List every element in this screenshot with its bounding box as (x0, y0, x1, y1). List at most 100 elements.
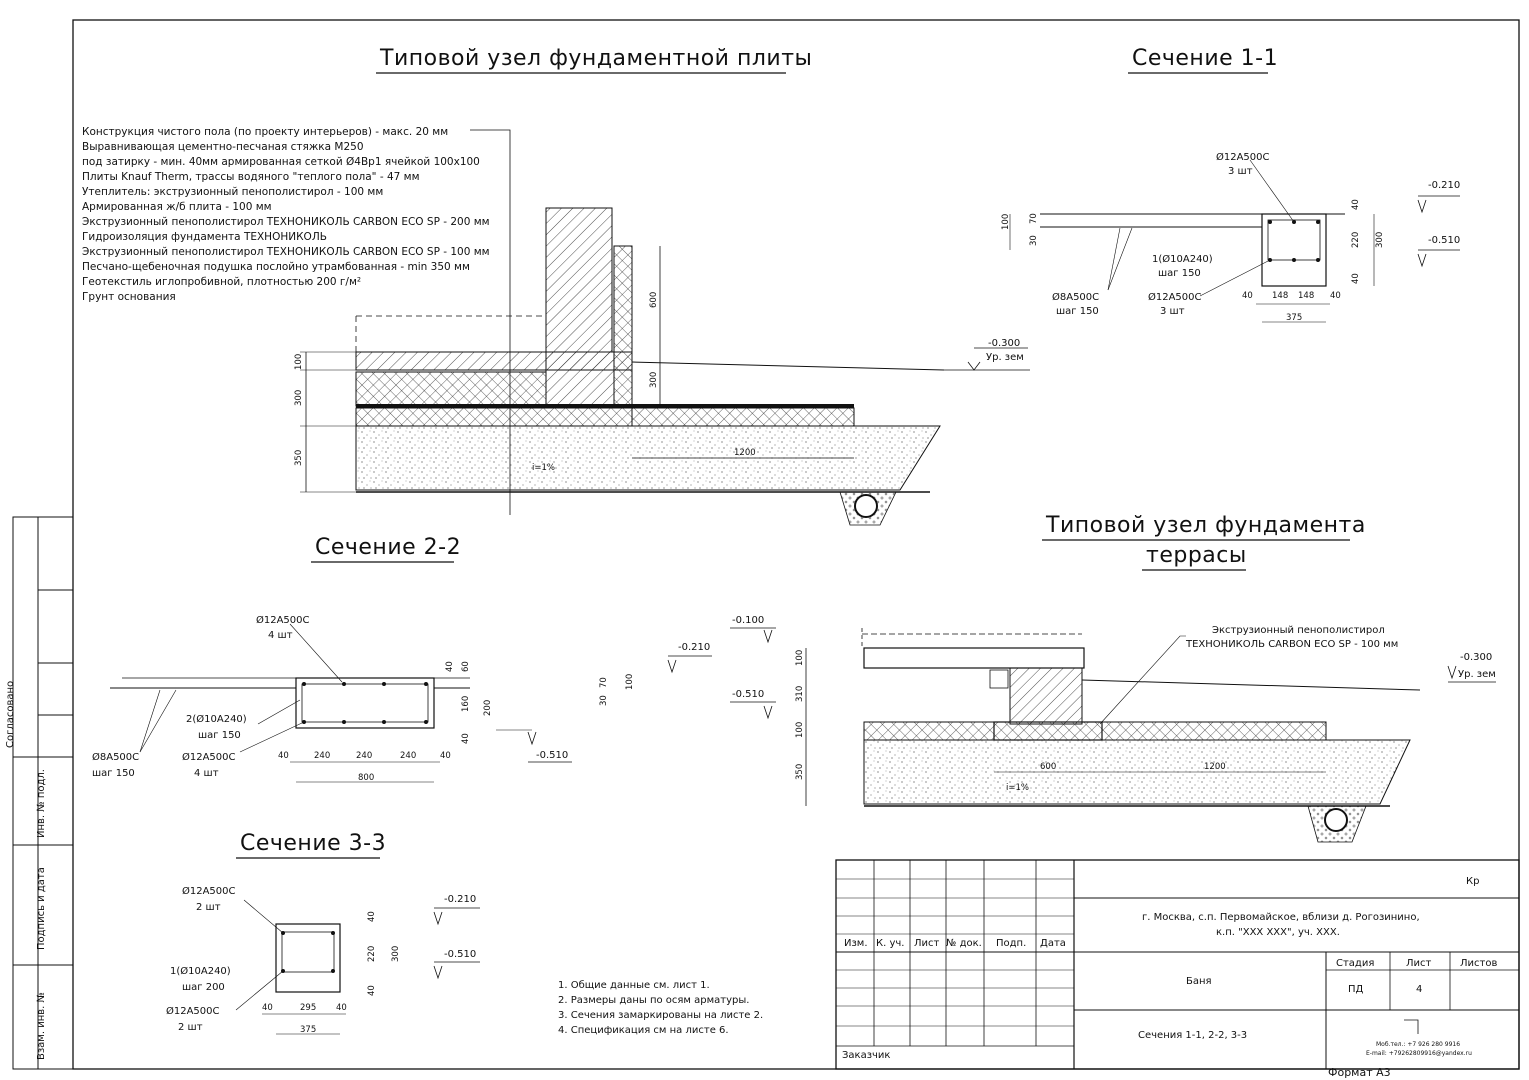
svg-text:4 шт: 4 шт (194, 768, 219, 779)
svg-text:40: 40 (445, 661, 455, 672)
svg-text:160: 160 (461, 696, 471, 712)
svg-text:350: 350 (294, 450, 304, 466)
tb-address-1: г. Москва, с.п. Первомайское, вблизи д. … (1142, 912, 1420, 923)
svg-text:40: 40 (1330, 291, 1341, 301)
svg-text:Ø12А500С: Ø12А500С (256, 614, 310, 626)
svg-text:-0.210: -0.210 (1428, 180, 1460, 191)
svg-text:Стадия: Стадия (1336, 958, 1374, 969)
svg-text:Песчано-щебеночная подушка пос: Песчано-щебеночная подушка послойно утра… (82, 261, 470, 273)
svg-text:300: 300 (649, 372, 659, 388)
svg-text:800: 800 (358, 773, 374, 783)
svg-text:ТЕХНОНИКОЛЬ CARBON ECO SP - 10: ТЕХНОНИКОЛЬ CARBON ECO SP - 100 мм (1185, 639, 1398, 650)
svg-text:Лист: Лист (1406, 958, 1432, 969)
svg-text:148: 148 (1298, 291, 1314, 301)
svg-text:2 шт: 2 шт (178, 1022, 203, 1033)
svg-text:295: 295 (300, 1003, 316, 1013)
title-terrace-1: Типовой узел фундамента (1045, 513, 1366, 538)
svg-text:148: 148 (1272, 291, 1288, 301)
tb-address-2: к.п. "XXX XXX", уч. XXX. (1216, 927, 1340, 938)
svg-text:40: 40 (262, 1003, 273, 1013)
svg-text:Утеплитель: экструзионный пено: Утеплитель: экструзионный пенополистирол… (82, 186, 383, 198)
title-block (835, 859, 1520, 1070)
notes: 1. Общие данные см. лист 1. 2. Размеры д… (558, 980, 763, 1036)
svg-text:40: 40 (367, 911, 377, 922)
svg-text:240: 240 (356, 751, 372, 761)
sidebar-replace-inv: Взам. инв. № (36, 992, 47, 1060)
svg-text:Ø12А500С: Ø12А500С (1216, 151, 1270, 163)
slab-node-drawing: 100 300 350 600 300 1200 i=1% -0.300 Ур.… (294, 207, 1030, 526)
svg-text:100: 100 (294, 354, 304, 370)
title-sec22: Сечение 2-2 (315, 535, 461, 560)
svg-text:E-mail: +79262809916@yandex.ru: E-mail: +79262809916@yandex.ru (1366, 1050, 1472, 1057)
svg-text:200: 200 (483, 700, 493, 716)
svg-text:3 шт: 3 шт (1160, 306, 1185, 317)
svg-text:70: 70 (599, 677, 609, 688)
svg-text:40: 40 (278, 751, 289, 761)
svg-text:2(Ø10А240): 2(Ø10А240) (186, 713, 247, 725)
svg-text:Экструзионный пенополистирол Т: Экструзионный пенополистирол ТЕХНОНИКОЛЬ… (82, 216, 490, 228)
svg-text:Конструкция чистого пола (по п: Конструкция чистого пола (по проекту инт… (82, 126, 448, 138)
title-terrace-2: террасы (1146, 543, 1247, 568)
svg-text:Ø8А500С: Ø8А500С (1052, 291, 1099, 303)
svg-text:30: 30 (1029, 235, 1039, 246)
svg-text:600: 600 (649, 292, 659, 308)
svg-text:Ø8А500С: Ø8А500С (92, 751, 139, 763)
svg-text:шаг 200: шаг 200 (182, 982, 225, 993)
svg-text:310: 310 (795, 686, 805, 702)
svg-text:Лист: Лист (914, 938, 940, 949)
svg-text:Гидроизоляция фундамента ТЕХНО: Гидроизоляция фундамента ТЕХНОНИКОЛЬ (82, 231, 327, 243)
svg-text:Моб.тел.: +7 926 280 9916: Моб.тел.: +7 926 280 9916 (1376, 1041, 1460, 1048)
svg-text:Грунт основания: Грунт основания (82, 291, 176, 303)
svg-text:1200: 1200 (1204, 762, 1226, 772)
svg-text:Дата: Дата (1040, 938, 1066, 949)
svg-text:i=1%: i=1% (1006, 783, 1029, 793)
svg-text:-0.210: -0.210 (678, 642, 710, 653)
svg-text:ПД: ПД (1348, 984, 1364, 995)
svg-text:375: 375 (300, 1025, 316, 1035)
svg-text:2. Размеры даны по осям армату: 2. Размеры даны по осям арматуры. (558, 995, 749, 1006)
svg-text:220: 220 (367, 946, 377, 962)
svg-text:600: 600 (1040, 762, 1056, 772)
svg-text:40: 40 (1242, 291, 1253, 301)
tb-sheet-name: Сечения 1-1, 2-2, 3-3 (1138, 1030, 1247, 1041)
svg-text:Армированная ж/б плита - 100 м: Армированная ж/б плита - 100 мм (82, 201, 272, 213)
svg-text:240: 240 (314, 751, 330, 761)
svg-text:№ док.: № док. (946, 938, 982, 949)
svg-text:40: 40 (367, 985, 377, 996)
svg-text:Подп.: Подп. (996, 938, 1026, 949)
svg-text:-0.300: -0.300 (1460, 652, 1492, 663)
svg-text:-0.510: -0.510 (444, 949, 476, 960)
side-stamp (12, 516, 74, 1070)
svg-text:300: 300 (294, 390, 304, 406)
svg-text:40: 40 (1351, 199, 1361, 210)
sidebar-sign-date: Подпись и дата (36, 867, 47, 950)
svg-text:Ø12А500С: Ø12А500С (1148, 291, 1202, 303)
svg-text:240: 240 (400, 751, 416, 761)
svg-text:1. Общие данные см. лист 1.: 1. Общие данные см. лист 1. (558, 980, 710, 991)
title-slab-node: Типовой узел фундаментной плиты (379, 46, 812, 71)
svg-text:К. уч.: К. уч. (876, 938, 904, 949)
svg-text:Ø12А500С: Ø12А500С (182, 885, 236, 897)
svg-text:Экструзионный пенополистирол: Экструзионный пенополистирол (1212, 625, 1385, 636)
sidebar-agreed: Согласовано (5, 681, 16, 748)
svg-text:1200: 1200 (734, 448, 756, 458)
svg-text:Ø12А500С: Ø12А500С (182, 751, 236, 763)
svg-text:Выравнивающая цементно-песчана: Выравнивающая цементно-песчаная стяжка М… (82, 141, 364, 153)
svg-text:60: 60 (461, 661, 471, 672)
svg-text:Ø12А500С: Ø12А500С (166, 1005, 220, 1017)
svg-text:40: 40 (1351, 273, 1361, 284)
svg-text:4 шт: 4 шт (268, 630, 293, 641)
svg-text:3 шт: 3 шт (1228, 166, 1253, 177)
svg-text:375: 375 (1286, 313, 1302, 323)
tb-customer: Заказчик (842, 1050, 890, 1061)
svg-text:Ур. зем: Ур. зем (986, 352, 1024, 363)
svg-text:100: 100 (1001, 214, 1011, 230)
svg-text:Ур. зем: Ур. зем (1458, 669, 1496, 680)
section-2-2: Ø12А500С 4 шт 40 60 70 100 30 160 200 40… (92, 614, 712, 783)
svg-text:30: 30 (599, 695, 609, 706)
svg-text:Геотекстиль иглопробивной, пло: Геотекстиль иглопробивной, плотностью 20… (82, 276, 361, 288)
svg-text:2 шт: 2 шт (196, 902, 221, 913)
svg-text:4: 4 (1416, 984, 1422, 995)
section-3-3: Ø12А500С 2 шт 40 220 300 40 -0.210 -0.51… (166, 885, 480, 1035)
svg-text:Листов: Листов (1460, 958, 1497, 969)
